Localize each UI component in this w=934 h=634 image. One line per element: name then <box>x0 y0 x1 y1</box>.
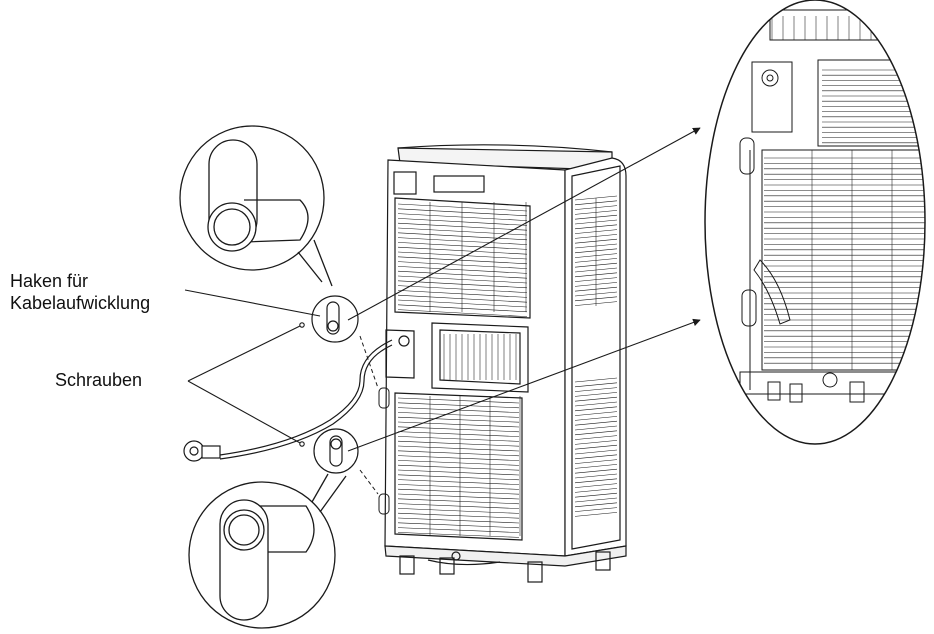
air-conditioner-unit <box>384 144 627 583</box>
lower-hook-circle[interactable] <box>313 428 359 474</box>
unit-grille-lines <box>397 195 618 538</box>
screws-label: Schrauben <box>55 370 143 390</box>
pointer-lines <box>184 127 701 452</box>
power-cord <box>183 339 393 462</box>
hook-label-line2: Kabelaufwicklung <box>10 293 151 313</box>
hook-label-line1: Haken für <box>10 271 89 291</box>
hook-label: Haken für Kabelaufwicklung <box>10 270 150 314</box>
hooks-on-unit <box>359 335 390 515</box>
top-hook-detail <box>179 125 333 287</box>
bottom-hook-detail <box>188 473 347 629</box>
upper-hook-circle[interactable] <box>311 295 359 343</box>
zoom-detail-bubble <box>704 0 926 445</box>
